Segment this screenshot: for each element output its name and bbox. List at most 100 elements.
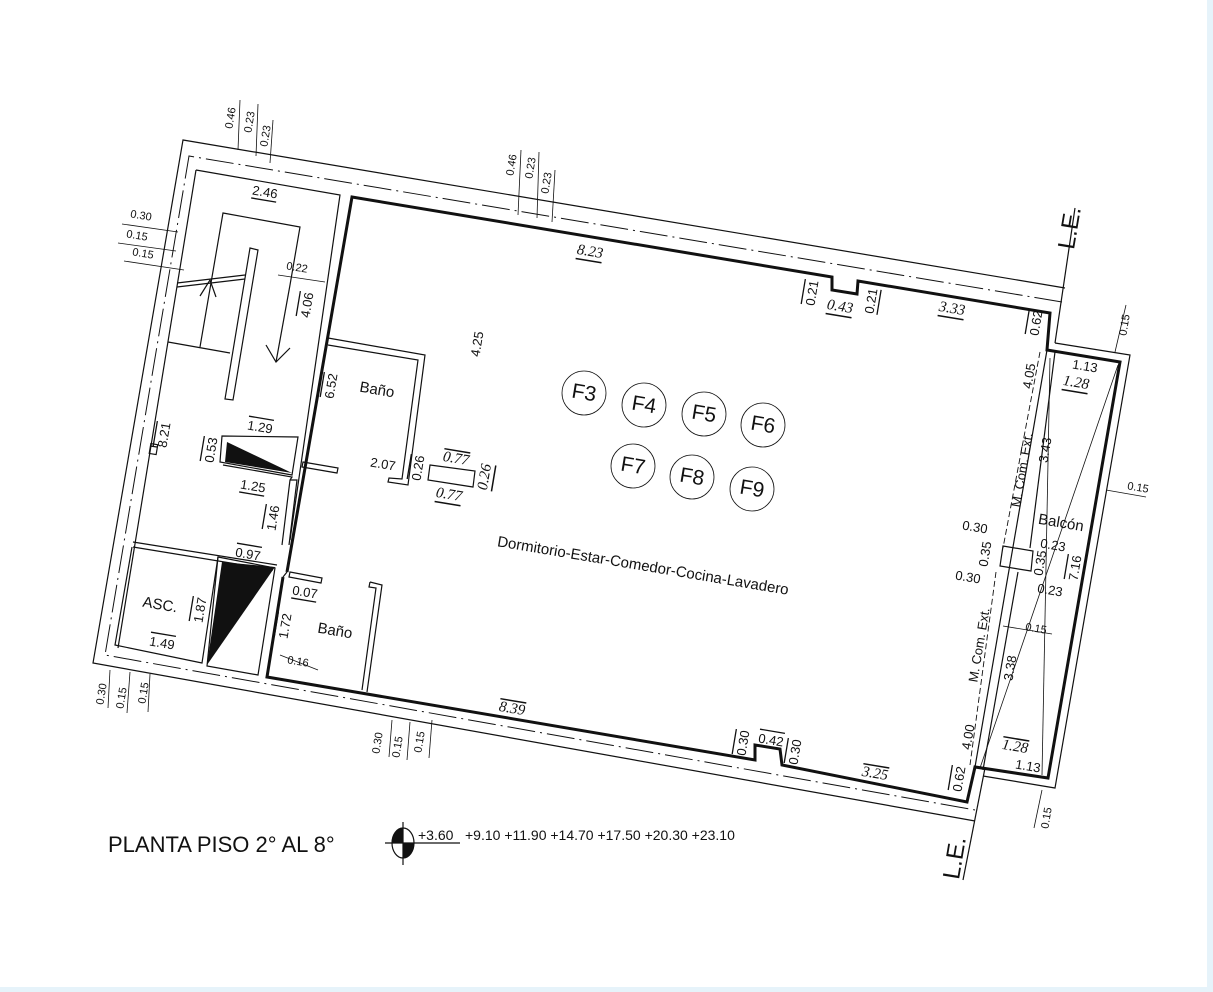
dimension-label: 3.33: [937, 299, 967, 319]
dimension-label: 8.39: [498, 699, 527, 719]
dimension-label: 0.15: [131, 246, 154, 261]
perimeter-walls: [92, 139, 1066, 822]
column-marker-f8: F8: [678, 464, 706, 491]
dimension-label: 0.16: [286, 654, 309, 669]
dimension-label: 0.77: [435, 485, 465, 505]
dimension-label: 1.46: [264, 504, 283, 531]
le-line-bottom: [962, 767, 986, 881]
dimension-label: 0.23: [539, 171, 554, 194]
dimension-label: 0.46: [504, 153, 519, 176]
main-room-walls: [265, 195, 1122, 804]
dimension-label: 0.26: [409, 454, 428, 481]
dimension-label: 0.30: [370, 731, 385, 754]
dimension-label: 0.35: [1031, 549, 1050, 576]
dimension-label: 0.42: [757, 731, 784, 750]
shafts: [148, 435, 339, 676]
counter: [427, 464, 476, 488]
dimension-label: 0.62: [950, 765, 969, 792]
property-line-label-bottom: L.E.: [938, 835, 972, 882]
balcony-label: Balcón: [1037, 511, 1085, 535]
dimension-label: 0.30: [129, 208, 152, 223]
balcony: [969, 342, 1131, 789]
column-marker-f9: F9: [738, 476, 766, 503]
dimension-label: 1.13: [1014, 757, 1041, 776]
dimension-label: 0.21: [803, 279, 822, 306]
dimension-label: 0.21: [862, 287, 881, 314]
dimension-label: 7.16: [1066, 554, 1085, 581]
dimension-label: 0.15: [1126, 480, 1149, 495]
dimension-label: 0.23: [258, 124, 273, 147]
dimension-label: 8.21: [155, 421, 174, 448]
party-wall-upper-label: M. Com. Ext.: [1008, 432, 1035, 509]
dimension-label: 2.07: [369, 455, 396, 474]
column-marker-f3: F3: [570, 380, 598, 407]
dimension-label: 1.28: [1001, 737, 1030, 757]
dimension-label: 0.53: [202, 436, 221, 463]
dimension-label: 0.15: [136, 681, 151, 704]
level-first: +3.60: [418, 827, 454, 843]
dimension-label: 0.35: [976, 540, 995, 567]
dimension-label: 0.62: [1027, 309, 1046, 336]
arrow-down-icon: [265, 344, 291, 363]
column-marker-f4: F4: [630, 392, 658, 419]
dimension-label: 0.77: [442, 449, 472, 469]
dimension-label: 0.15: [114, 686, 129, 709]
stair: [167, 212, 326, 401]
dimension-label: 1.49: [148, 634, 175, 653]
le-line-top: [1054, 207, 1076, 344]
dimension-lines: [107, 99, 1147, 829]
dimension-label: 1.72: [276, 612, 295, 639]
plan-title: PLANTA PISO 2° AL 8°: [108, 832, 335, 857]
dimension-texts: 0.46 0.23 0.23 0.46 0.23 0.23 0.30 0.15 …: [94, 106, 1149, 829]
dimension-label: 3.25: [860, 764, 890, 784]
dimension-label: 0.15: [1039, 806, 1054, 829]
elevator: [114, 541, 278, 664]
dimension-label: 0.26: [475, 462, 495, 491]
dimension-label: 1.87: [191, 596, 210, 623]
dimension-label: 0.15: [1117, 313, 1132, 336]
dimension-label: 0.23: [523, 156, 538, 179]
bathroom-upper-label: Baño: [358, 379, 395, 402]
dimension-label: 0.97: [234, 545, 261, 564]
dimension-label: 0.15: [390, 735, 405, 758]
dimension-label: 0.30: [94, 682, 109, 705]
dimension-label: 0.30: [954, 568, 981, 587]
column-marker-f7: F7: [619, 453, 647, 480]
dimension-label: 0.30: [961, 518, 988, 537]
dimension-label: 2.46: [251, 183, 278, 202]
stair-rail: [224, 247, 259, 401]
elevator-label: ASC.: [141, 594, 178, 617]
bathroom-lower-walls: [361, 581, 383, 693]
column-markers: F3 F4 F5 F6 F7 F8 F9: [561, 370, 786, 512]
level-marker-icon: [385, 822, 460, 865]
dimension-label: 0.23: [1039, 536, 1066, 555]
dimension-label: 8.23: [576, 242, 605, 262]
dimension-label: 1.13: [1071, 357, 1098, 376]
column-marker-f5: F5: [690, 401, 718, 428]
dimension-label: 4.05: [1020, 362, 1039, 389]
dimension-label: 0.43: [826, 297, 855, 317]
dimension-label: 3.38: [1001, 654, 1020, 681]
dimension-label: 1.29: [246, 418, 273, 437]
dimension-label: 1.28: [1062, 373, 1091, 393]
dimension-label: 1.25: [239, 477, 266, 496]
party-wall-lower-label: M. Com. Ext.: [965, 607, 992, 684]
column-marker-f6: F6: [749, 412, 777, 439]
bathroom-lower-label: Baño: [316, 620, 353, 643]
dimension-label: 0.15: [125, 228, 148, 243]
dimension-label: 4.06: [298, 291, 317, 318]
bathroom-upper-walls: [327, 337, 426, 486]
dimension-label: 4.00: [959, 723, 978, 750]
dimension-label: 4.25: [468, 330, 487, 357]
column: [999, 545, 1034, 572]
level-others: +9.10 +11.90 +14.70 +17.50 +20.30 +23.10: [465, 827, 735, 843]
property-line-label-top: L.E.: [1053, 205, 1087, 252]
main-room-label: Dormitorio-Estar-Comedor-Cocina-Lavadero: [496, 533, 790, 598]
dimension-label: 6.52: [322, 372, 341, 399]
dimension-label: 0.15: [412, 730, 427, 753]
dimension-label: 0.15: [1024, 621, 1047, 636]
dimension-label: 0.23: [242, 110, 257, 133]
dimension-label: 0.30: [734, 729, 753, 756]
